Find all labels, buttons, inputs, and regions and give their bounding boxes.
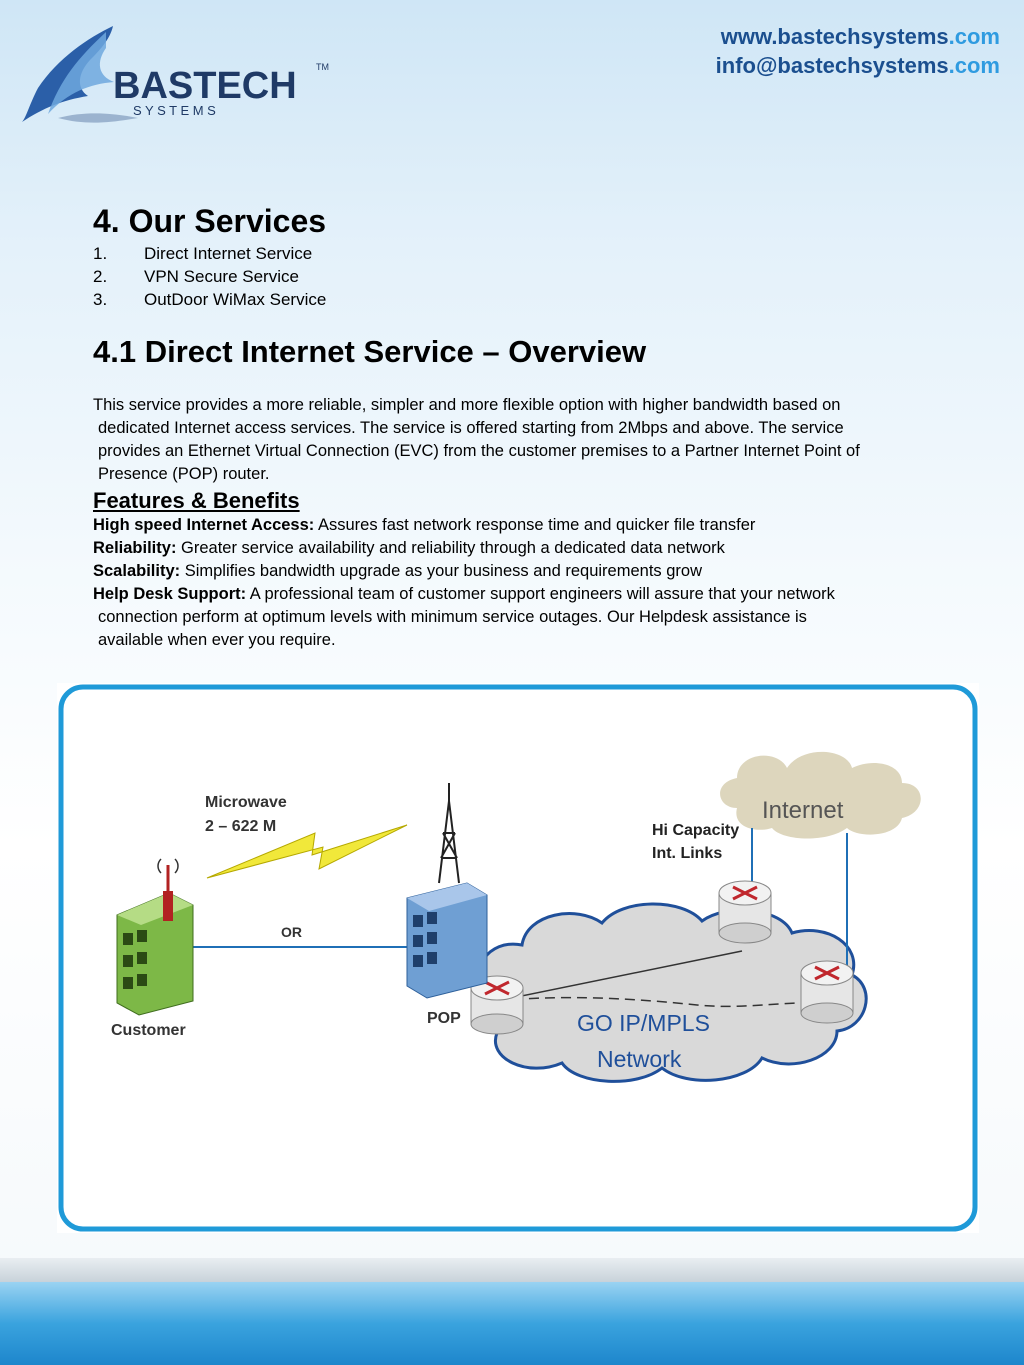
- logo-tagline: S Y S T E M S: [133, 103, 216, 118]
- antenna-tower-icon: [438, 783, 460, 884]
- customer-building-icon: [116, 858, 194, 1016]
- microwave-lightning-icon: [206, 824, 408, 879]
- list-item: 1.Direct Internet Service: [93, 244, 313, 263]
- pop-label: POP: [427, 1010, 461, 1027]
- mpls-cloud-icon: [471, 902, 868, 1083]
- main-content: 4. Our Services 1.Direct Internet Servic…: [93, 200, 983, 652]
- hicap-label-line1: Hi Capacity: [652, 822, 739, 839]
- router-icon: [800, 960, 854, 1024]
- footer-band: [0, 1258, 1024, 1365]
- internet-cloud-icon: [720, 751, 921, 839]
- router-icon: [470, 975, 524, 1035]
- feature-item: High speed Internet Access: Assures fast…: [93, 516, 756, 534]
- services-list: 1.Direct Internet Service 2.VPN Secure S…: [93, 242, 983, 311]
- network-label-line1: GO IP/MPLS: [577, 1010, 710, 1036]
- network-diagram: Internet GO IP/MPLS Network: [57, 683, 979, 1233]
- pop-building-icon: [406, 882, 488, 999]
- network-label-line2: Network: [597, 1046, 682, 1072]
- feature-item: Scalability: Simplifies bandwidth upgrad…: [93, 562, 703, 580]
- logo-name: BASTECH: [113, 65, 297, 107]
- list-item: 2.VPN Secure Service: [93, 267, 299, 286]
- diagram-frame: [58, 684, 978, 1232]
- services-heading: 4. Our Services: [93, 203, 327, 239]
- microwave-label-line1: Microwave: [205, 794, 287, 811]
- or-label: OR: [281, 924, 302, 940]
- feature-item: Help Desk Support: A professional team o…: [93, 585, 835, 649]
- feature-item: Reliability: Greater service availabilit…: [93, 539, 725, 557]
- list-item: 3.OutDoor WiMax Service: [93, 290, 327, 309]
- customer-label: Customer: [111, 1022, 186, 1039]
- contact-info: www.bastechsystems.com info@bastechsyste…: [716, 22, 1000, 80]
- email-link[interactable]: info@bastechsystems.com: [715, 53, 1000, 78]
- hicap-label-line2: Int. Links: [652, 845, 722, 862]
- overview-paragraph: This service provides a more reliable, s…: [93, 396, 860, 483]
- features-heading: Features & Benefits: [93, 488, 300, 513]
- website-link[interactable]: www.bastechsystems.com: [720, 24, 1000, 49]
- internet-label: Internet: [762, 797, 844, 824]
- microwave-label-line2: 2 – 622 M: [205, 818, 276, 835]
- logo-tm: TM: [316, 62, 329, 72]
- overview-heading: 4.1 Direct Internet Service – Overview: [93, 334, 647, 369]
- bastech-logo: BASTECH TM S Y S T E M S: [22, 26, 329, 123]
- router-icon: [718, 880, 772, 944]
